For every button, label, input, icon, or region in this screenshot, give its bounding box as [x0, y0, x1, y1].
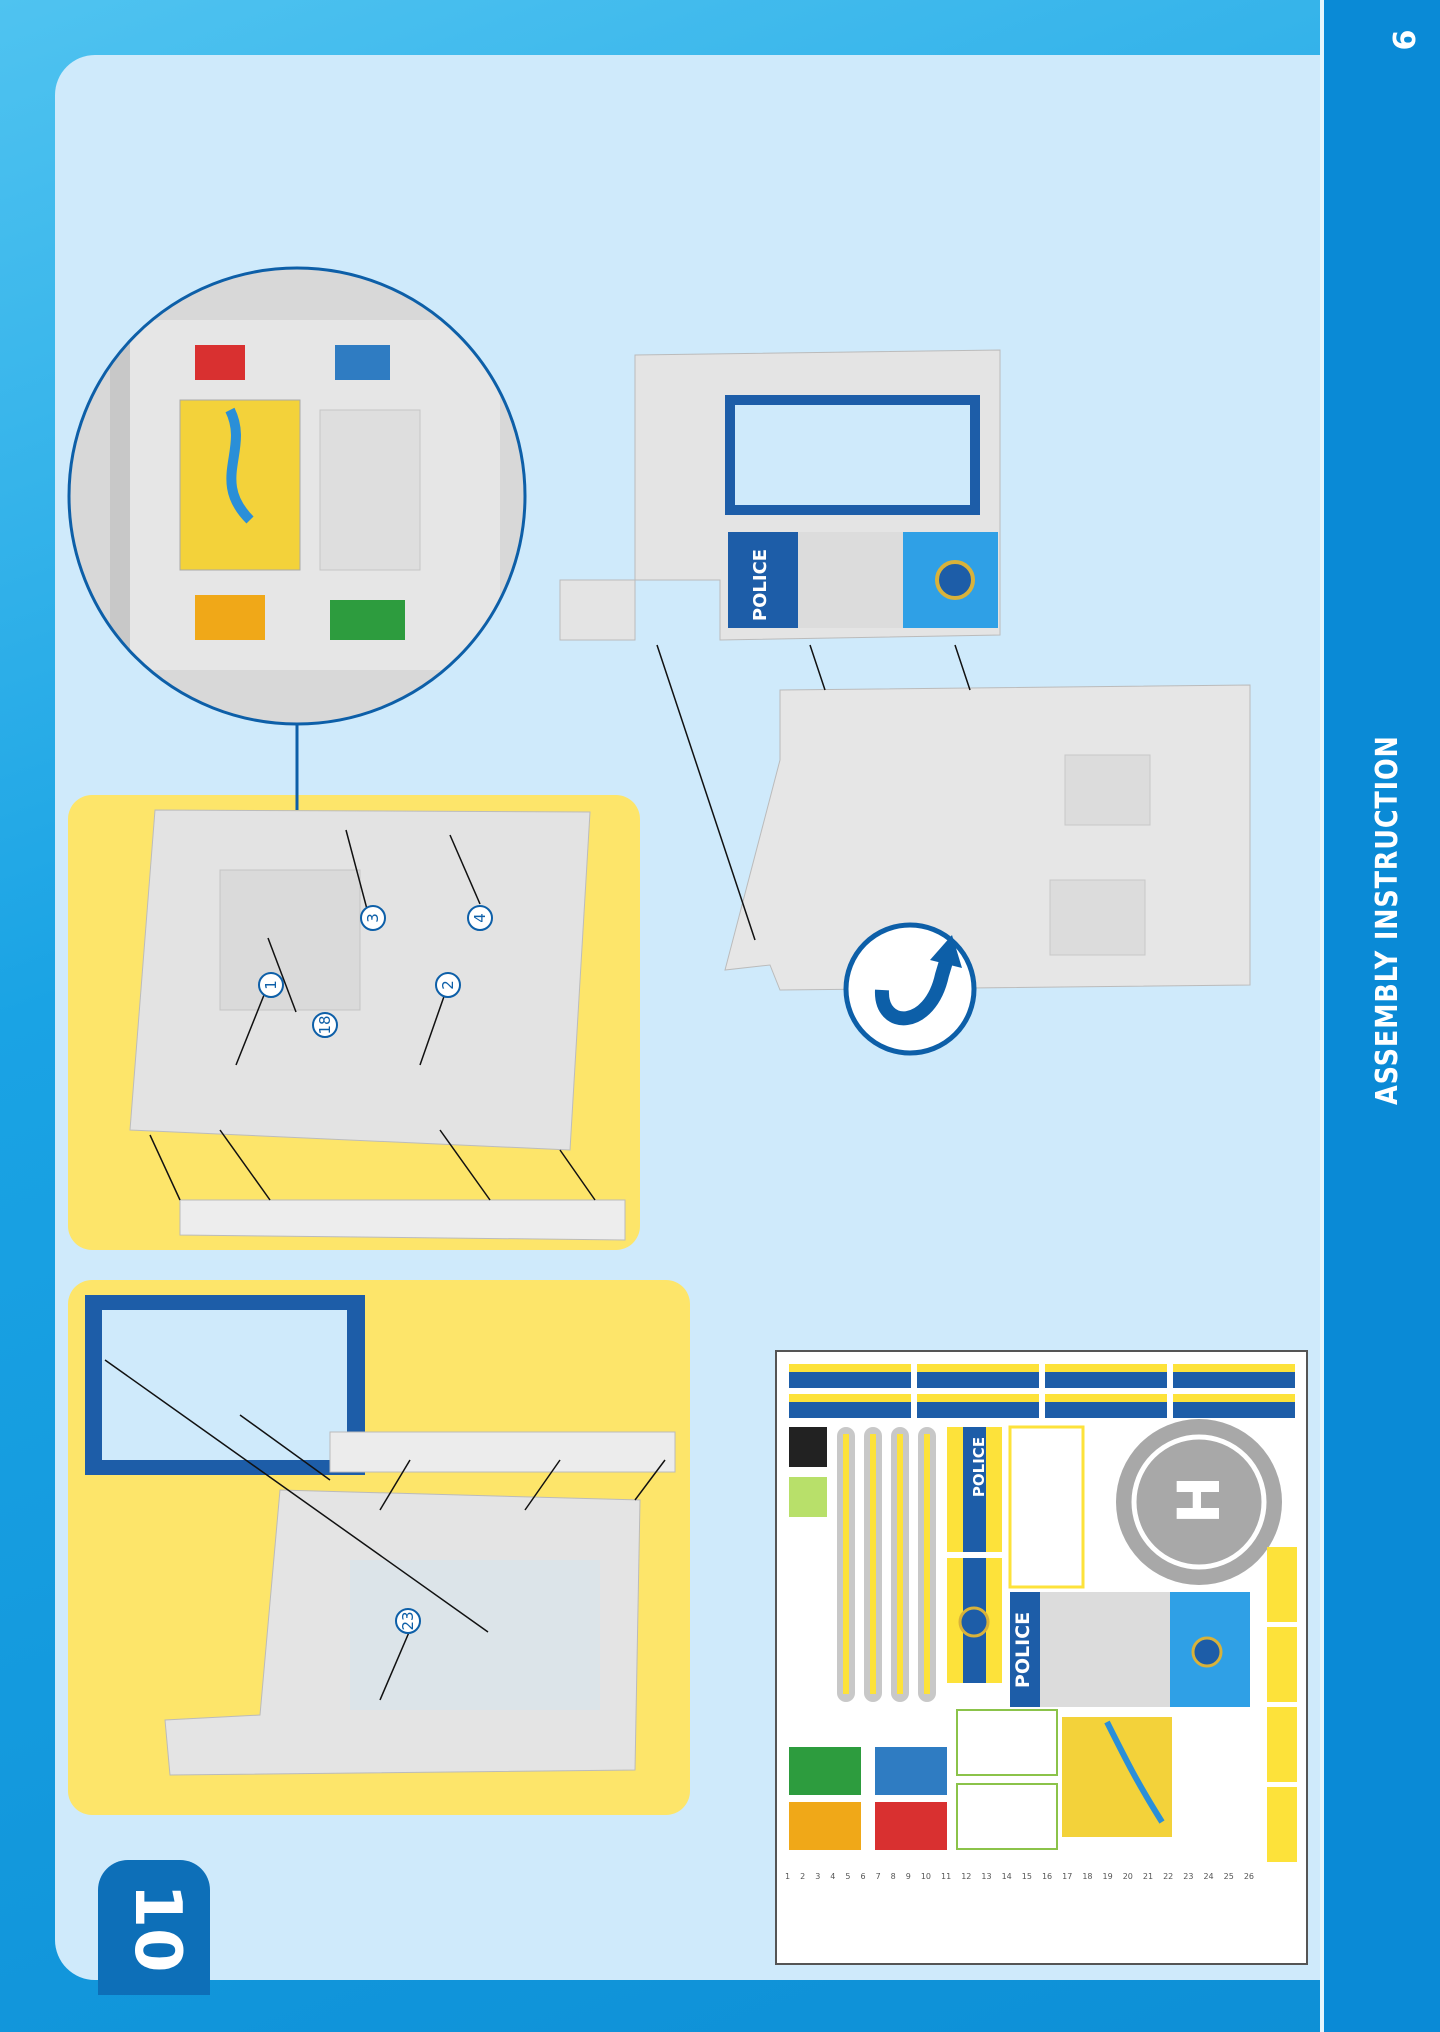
sticker-number: 16 — [1041, 1872, 1053, 1881]
sticker-number: 21 — [1142, 1872, 1154, 1881]
sticker-number: 15 — [1021, 1872, 1032, 1881]
part-callout-23: 23 — [395, 1608, 421, 1634]
sticker-sheet-graphics — [789, 1364, 1297, 1862]
sticker-number: 22 — [1163, 1872, 1174, 1881]
rotate-arrow-icon — [843, 922, 977, 1056]
sticker-number: 8 — [890, 1872, 896, 1881]
part-callout-1: 1 — [258, 972, 284, 998]
step-number: 10 — [120, 1883, 194, 1973]
stripe-stickers — [789, 1364, 1295, 1418]
sticker-number: 3 — [815, 1872, 821, 1881]
outer-wall-part — [656, 644, 1251, 991]
sticker-number: 7 — [875, 1872, 881, 1881]
sticker-number: 19 — [1102, 1872, 1113, 1881]
part-callout-3: 3 — [360, 905, 386, 931]
part-callout-4: 4 — [467, 905, 493, 931]
sticker-number: 1 — [785, 1872, 791, 1881]
sticker-number: 11 — [941, 1872, 952, 1881]
sticker-police-2: POLICE — [1012, 1611, 1034, 1689]
sticker-number: 10 — [920, 1872, 932, 1881]
sticker-number: 20 — [1122, 1872, 1133, 1881]
sticker-number: 6 — [860, 1872, 866, 1881]
police-wall-part — [559, 349, 1001, 641]
sticker-number: 2 — [800, 1872, 806, 1881]
back-wall-part — [129, 809, 626, 1241]
sticker-number: 26 — [1243, 1872, 1255, 1881]
sticker-number: 14 — [1001, 1872, 1012, 1881]
part-callout-2: 2 — [435, 972, 461, 998]
sticker-number: 5 — [845, 1872, 851, 1881]
sticker-number: 18 — [1082, 1872, 1093, 1881]
sticker-number: 17 — [1062, 1872, 1073, 1881]
sticker-number: 4 — [830, 1872, 836, 1881]
helipad-sticker — [1116, 1419, 1282, 1585]
step-number-tab: 10 — [98, 1860, 210, 1995]
sticker-number: 24 — [1203, 1872, 1214, 1881]
sticker-number: 9 — [905, 1872, 911, 1881]
sticker-number: 23 — [1183, 1872, 1194, 1881]
window-wall-part — [85, 1295, 676, 1776]
sidebar-band — [1320, 0, 1440, 2032]
light-strip-stickers — [837, 1427, 936, 1702]
sticker-number: 13 — [981, 1872, 992, 1881]
magnifier-detail — [67, 266, 527, 726]
sticker-police-1: POLICE — [970, 1436, 988, 1498]
part-callout-18: 18 — [312, 1012, 338, 1038]
sticker-number: 25 — [1223, 1872, 1234, 1881]
sticker-helipad-h: H — [1165, 1475, 1233, 1525]
sticker-number: 12 — [961, 1872, 972, 1881]
wall-police-text: POLICE — [750, 548, 771, 622]
